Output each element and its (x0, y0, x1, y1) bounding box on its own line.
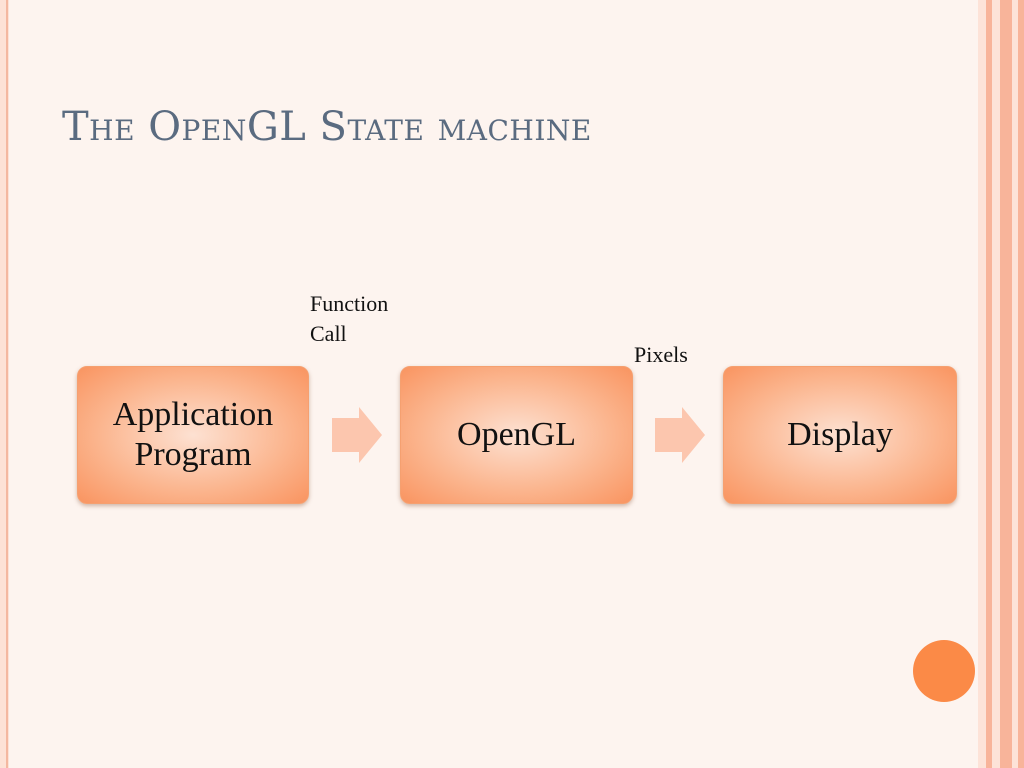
box-label-line1: Application (112, 396, 274, 433)
right-stripes (978, 0, 1024, 768)
left-border-line (6, 0, 8, 768)
stripe (1000, 0, 1012, 768)
pixels-label: Pixels (634, 342, 688, 367)
box-label-line2: Program (134, 436, 252, 473)
accent-circle (913, 640, 975, 702)
display-box: Display (723, 366, 957, 504)
box-label-line1: Display (787, 416, 893, 453)
box-label-line1: OpenGL (457, 416, 576, 453)
arrow-right-icon (655, 407, 705, 463)
function-call-label: Function Call (310, 289, 388, 349)
function-call-label-line2: Call (310, 321, 347, 346)
slide-title: The OpenGL State machine (62, 104, 592, 150)
stripe (978, 0, 986, 768)
stripe (986, 0, 992, 768)
left-border (0, 0, 9, 768)
stripe (992, 0, 1000, 768)
arrow-right-icon (332, 407, 382, 463)
application-program-box: Application Program (77, 366, 309, 504)
opengl-box: OpenGL (400, 366, 633, 504)
stripe (1012, 0, 1018, 768)
function-call-label-line1: Function (310, 291, 389, 316)
stripe (1018, 0, 1024, 768)
